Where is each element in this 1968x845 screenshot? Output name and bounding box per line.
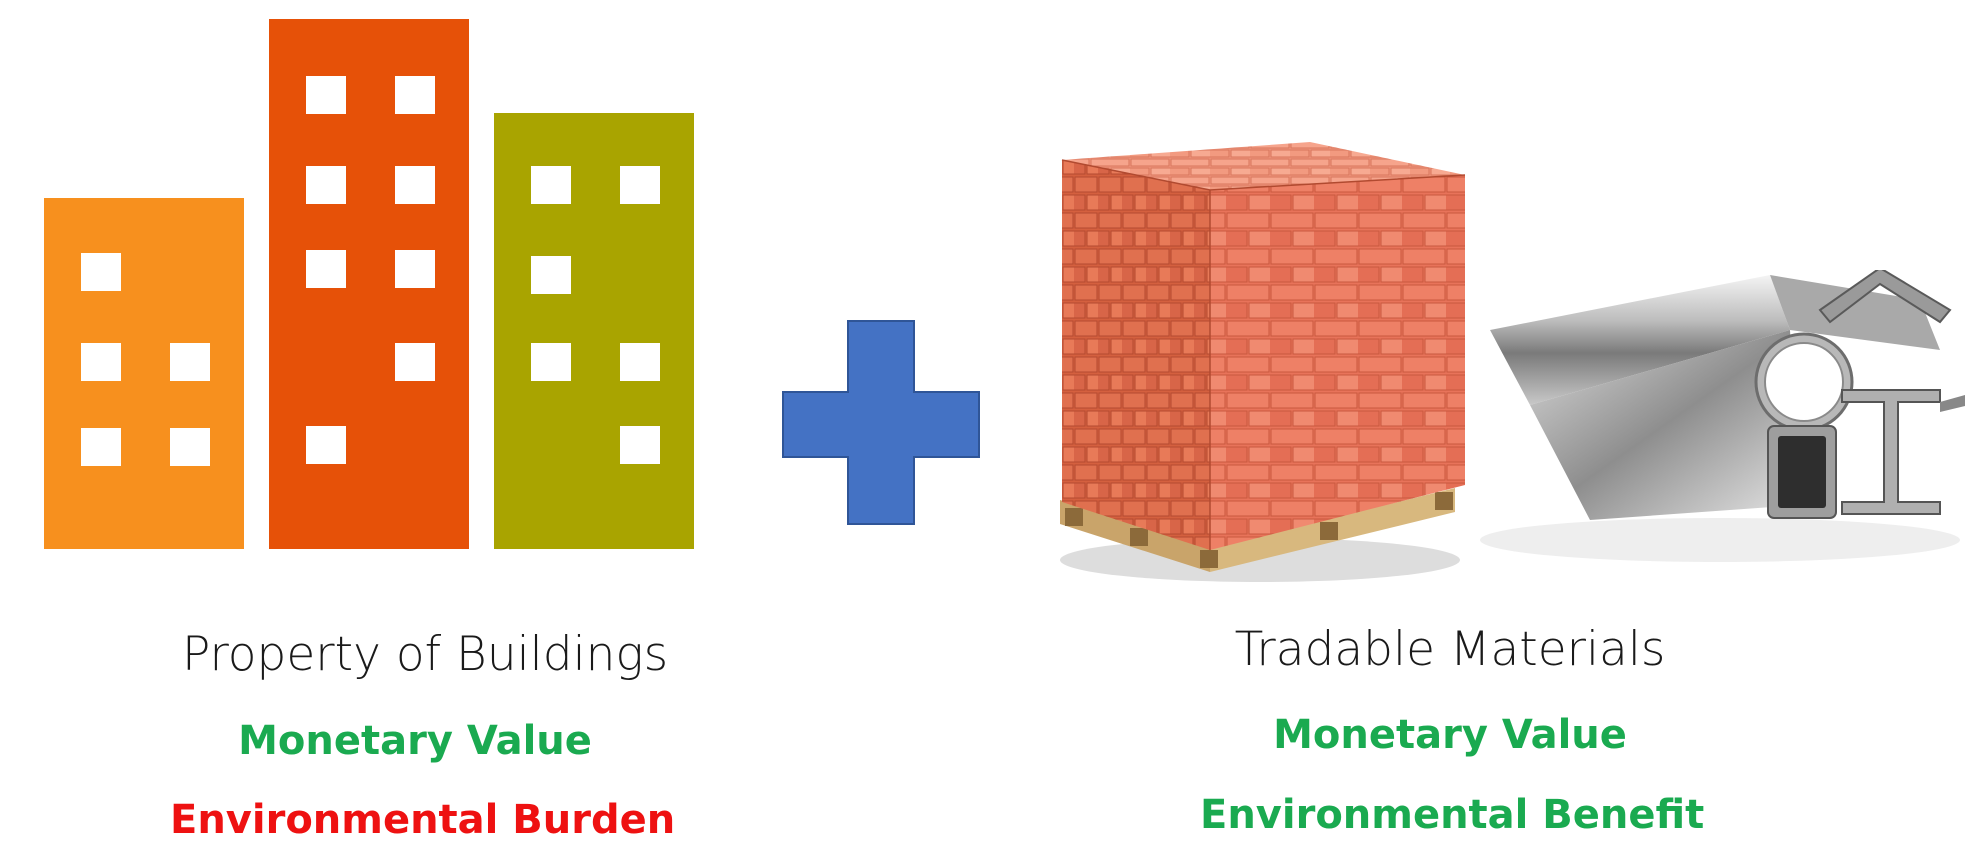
materials-environmental-benefit: Environmental Benefit bbox=[1200, 792, 1705, 838]
materials-monetary-value: Monetary Value bbox=[1273, 712, 1627, 758]
buildings-title: Property of Buildings bbox=[182, 627, 669, 682]
building-left bbox=[44, 198, 244, 549]
steel-profiles-image bbox=[1480, 270, 1965, 562]
building-right bbox=[494, 113, 694, 549]
plus-icon bbox=[782, 320, 980, 525]
buildings-environmental-burden: Environmental Burden bbox=[170, 797, 676, 843]
brick-pallet-image bbox=[1060, 142, 1466, 582]
buildings-monetary-value: Monetary Value bbox=[238, 718, 592, 764]
building-middle bbox=[269, 19, 469, 549]
materials-title: Tradable Materials bbox=[1234, 622, 1666, 677]
